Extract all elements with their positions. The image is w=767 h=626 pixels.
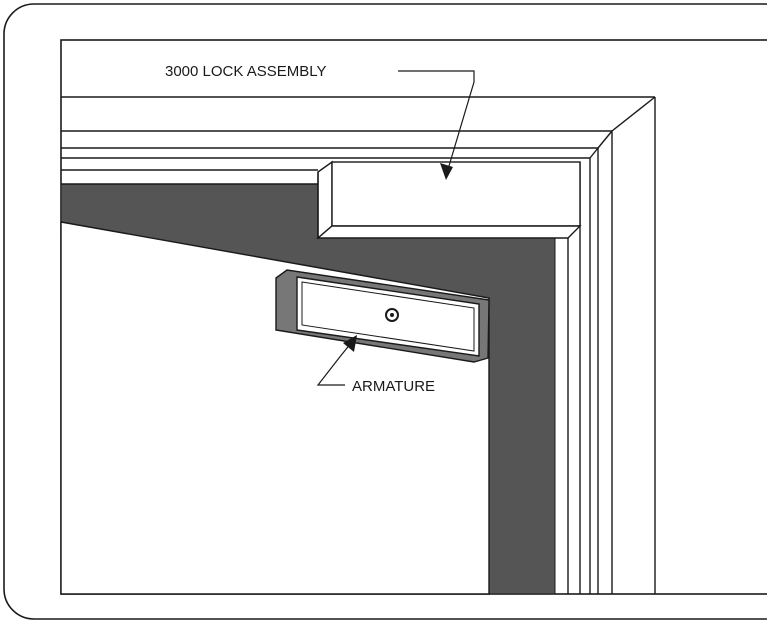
armature-face-inner (301, 281, 475, 352)
frame-molding (61, 96, 656, 594)
lock-assembly-arrowhead (440, 163, 453, 180)
lock-assembly-end-face (317, 160, 333, 240)
armature-leader (316, 335, 357, 386)
lock-assembly-leader (398, 70, 475, 180)
lock-assembly-front (331, 161, 581, 227)
lock-assembly-bottom-face (316, 225, 582, 239)
lock-assembly-label: 3000 LOCK ASSEMBLY (165, 63, 326, 80)
screw-icon (385, 308, 399, 322)
armature-label: ARMATURE (352, 378, 435, 395)
lock-assembly (316, 160, 582, 240)
armature (275, 269, 490, 363)
armature-arrowhead (343, 335, 357, 352)
